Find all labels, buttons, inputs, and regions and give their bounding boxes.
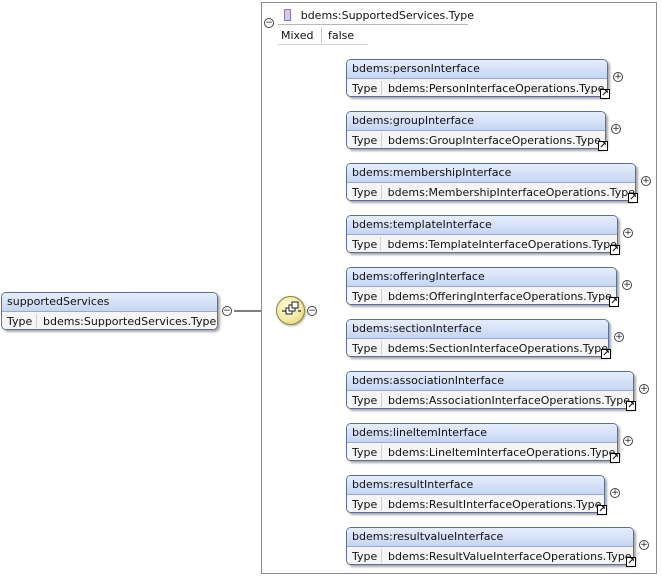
expand-icon[interactable]: + xyxy=(639,540,649,550)
type-reference-link-icon[interactable]: ↗ xyxy=(609,297,619,307)
type-key: Type xyxy=(352,185,378,199)
type-separator xyxy=(380,185,382,199)
type-value: bdems:ResultInterfaceOperations.Type xyxy=(388,497,602,511)
element-name: bdems:offeringInterface xyxy=(347,268,616,287)
mixed-attribute-key: Mixed xyxy=(281,28,314,42)
element-name: bdems:resultInterface xyxy=(347,476,604,495)
type-value: bdems:MembershipInterfaceOperations.Type xyxy=(387,185,635,199)
element-type-row: Type bdems:TemplateInterfaceOperations.Ty… xyxy=(347,235,617,252)
element-type-row: Type bdems:MembershipInterfaceOperations.… xyxy=(347,183,635,200)
type-separator xyxy=(381,133,382,147)
element-name: bdems:personInterface xyxy=(347,60,607,79)
type-key: Type xyxy=(352,549,378,563)
root-type-key: Type xyxy=(7,314,33,328)
type-separator xyxy=(381,393,382,407)
element-name: bdems:associationInterface xyxy=(347,372,633,391)
element-type-row: Type bdems:LineItemInterfaceOperations.Ty… xyxy=(347,443,617,460)
expand-icon[interactable]: + xyxy=(610,488,620,498)
type-key: Type xyxy=(352,445,378,459)
type-reference-link-icon[interactable]: ↗ xyxy=(626,401,636,411)
root-element-supported-services[interactable]: supportedServices Type bdems:SupportedSe… xyxy=(1,292,218,330)
type-value: bdems:TemplateInterfaceOperations.Type xyxy=(387,237,617,251)
type-key: Type xyxy=(352,393,378,407)
type-key: Type xyxy=(352,237,378,251)
type-reference-link-icon[interactable]: ↗ xyxy=(598,141,608,151)
type-key: Type xyxy=(352,341,378,355)
type-value: bdems:PersonInterfaceOperations.Type xyxy=(388,81,605,95)
type-value: bdems:GroupInterfaceOperations.Type xyxy=(388,133,601,147)
element-type-row: Type bdems:ResultInterfaceOperations.Type xyxy=(347,495,604,512)
root-element-name: supportedServices xyxy=(2,293,217,312)
attribute-divider xyxy=(278,44,368,45)
expand-icon[interactable]: + xyxy=(622,280,632,290)
expand-icon[interactable]: + xyxy=(623,436,633,446)
root-collapse-icon[interactable]: − xyxy=(222,306,232,316)
sequence-collapse-icon[interactable]: − xyxy=(307,306,317,316)
type-separator xyxy=(381,549,382,563)
type-separator xyxy=(380,237,382,251)
type-key: Type xyxy=(352,497,378,511)
expand-icon[interactable]: + xyxy=(613,72,623,82)
type-reference-link-icon[interactable]: ↗ xyxy=(628,193,638,203)
expand-icon[interactable]: + xyxy=(623,228,633,238)
element-type-row: Type bdems:ResultValueInterfaceOperations… xyxy=(347,547,633,564)
complex-type-divider xyxy=(278,24,468,25)
type-value: bdems:AssociationInterfaceOperations.Typ… xyxy=(388,393,630,407)
element-name: bdems:resultvalueInterface xyxy=(347,528,633,547)
type-separator xyxy=(381,497,382,511)
type-value: bdems:LineItemInterfaceOperations.Type xyxy=(388,445,616,459)
element-type-row: Type bdems:AssociationInterfaceOperations… xyxy=(347,391,633,408)
complex-type-icon xyxy=(284,9,291,21)
expand-icon[interactable]: + xyxy=(641,176,651,186)
type-key: Type xyxy=(352,81,378,95)
mixed-attribute-value: false xyxy=(328,28,355,42)
complex-type-name: bdems:SupportedServices.Type xyxy=(300,8,474,22)
type-value: bdems:ResultValueInterfaceOperations.Typ… xyxy=(388,549,632,563)
element-type-row: Type bdems:SectionInterfaceOperations.Typ… xyxy=(347,339,608,356)
expand-icon[interactable]: + xyxy=(614,332,624,342)
type-reference-link-icon[interactable]: ↗ xyxy=(597,505,607,515)
mixed-attribute-row: Mixed false xyxy=(278,26,354,44)
element-name: bdems:membershipInterface xyxy=(347,164,635,183)
element-name: bdems:lineItemInterface xyxy=(347,424,617,443)
element-type-row: Type bdems:PersonInterfaceOperations.Type xyxy=(347,79,607,96)
type-separator xyxy=(380,341,382,355)
expand-icon[interactable]: + xyxy=(639,384,649,394)
type-value: bdems:OfferingInterfaceOperations.Type xyxy=(388,289,612,303)
element-name: bdems:templateInterface xyxy=(347,216,617,235)
type-value: bdems:SectionInterfaceOperations.Type xyxy=(387,341,608,355)
expand-icon[interactable]: + xyxy=(611,124,621,134)
root-element-type-row: Type bdems:SupportedServices.Type xyxy=(2,312,217,329)
element-type-row: Type bdems:GroupInterfaceOperations.Type xyxy=(347,131,605,148)
type-reference-link-icon[interactable]: ↗ xyxy=(600,89,610,99)
type-separator xyxy=(36,314,37,328)
type-reference-link-icon[interactable]: ↗ xyxy=(626,557,636,567)
element-type-row: Type bdems:OfferingInterfaceOperations.Ty… xyxy=(347,287,616,304)
complex-type-collapse-icon[interactable]: − xyxy=(264,18,274,28)
type-separator xyxy=(381,81,382,95)
type-reference-link-icon[interactable]: ↗ xyxy=(610,453,620,463)
type-separator xyxy=(381,289,382,303)
element-name: bdems:sectionInterface xyxy=(347,320,608,339)
type-key: Type xyxy=(352,289,378,303)
attribute-separator xyxy=(321,27,322,43)
element-name: bdems:groupInterface xyxy=(347,112,605,131)
sequence-compositor-icon[interactable] xyxy=(276,296,305,325)
complex-type-header: bdems:SupportedServices.Type xyxy=(284,6,474,24)
root-type-value: bdems:SupportedServices.Type xyxy=(43,314,217,328)
type-reference-link-icon[interactable]: ↗ xyxy=(601,349,611,359)
type-separator xyxy=(381,445,382,459)
type-key: Type xyxy=(352,133,378,147)
type-reference-link-icon[interactable]: ↗ xyxy=(610,245,620,255)
